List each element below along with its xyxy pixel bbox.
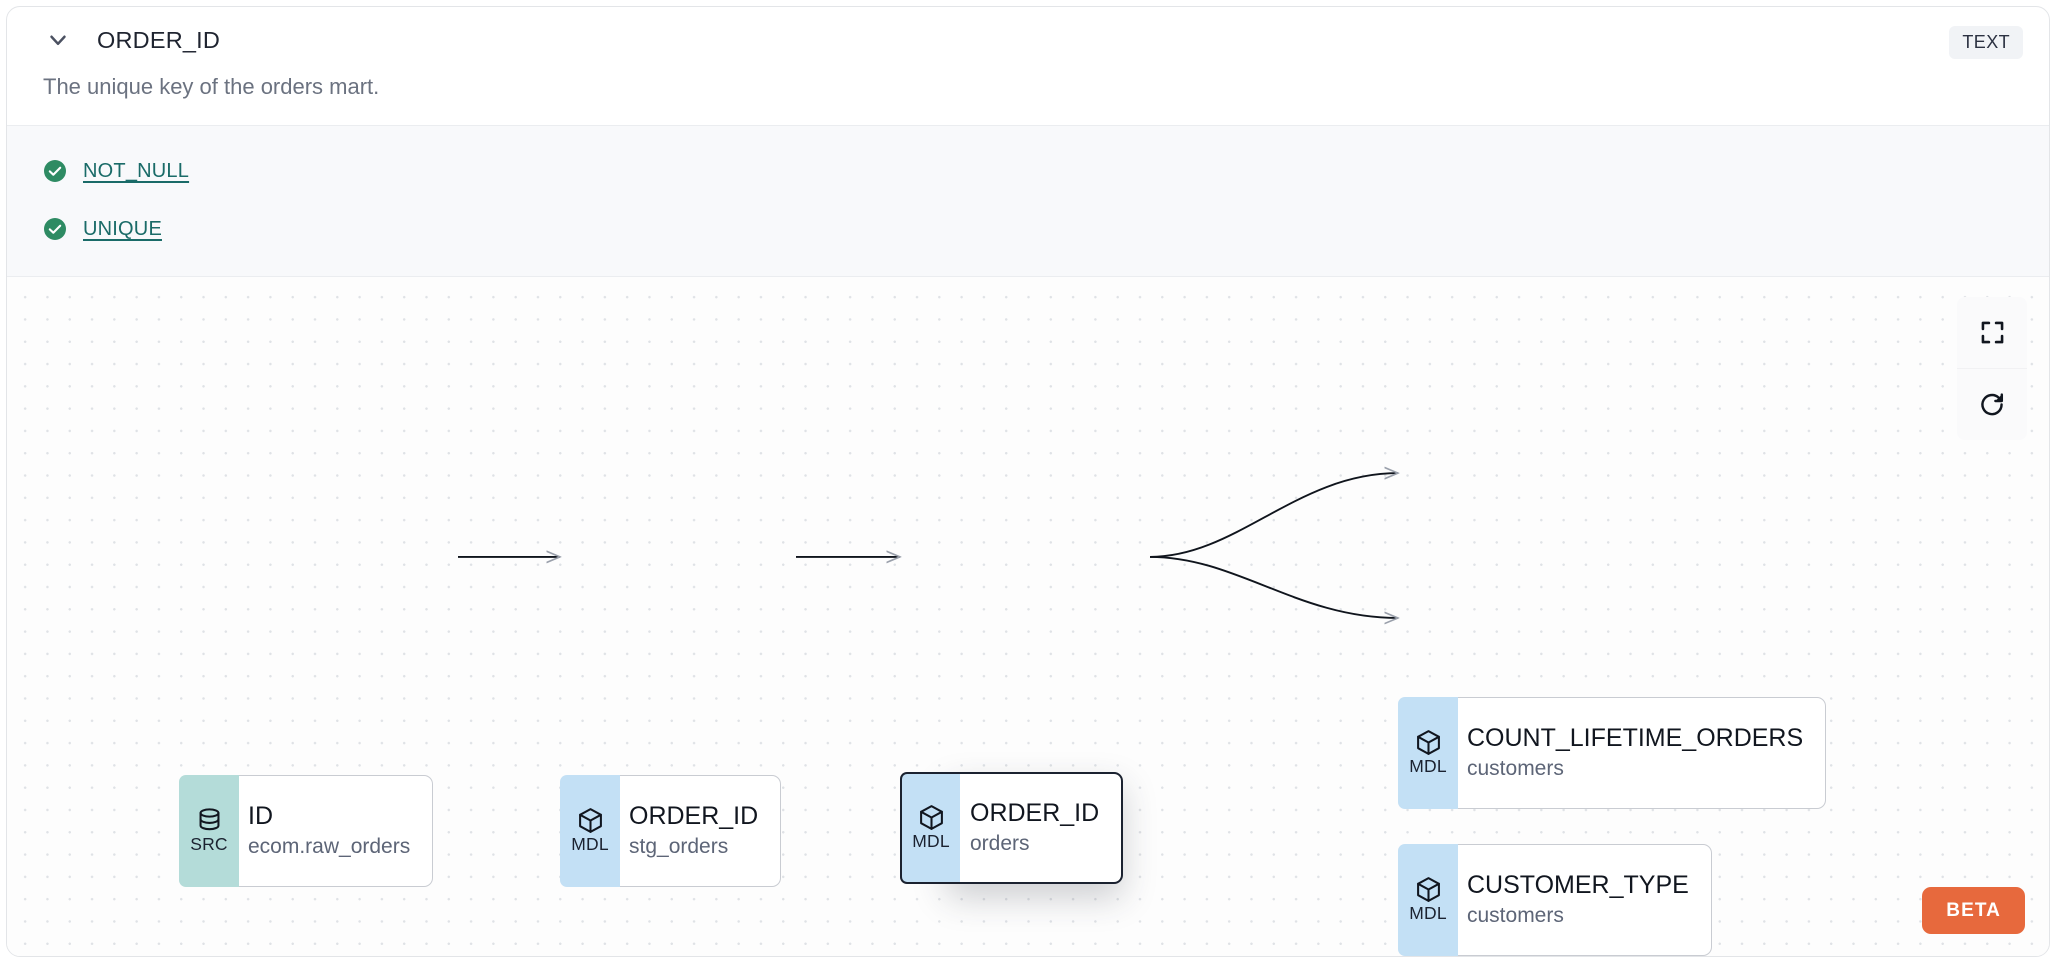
node-subtitle: ecom.raw_orders <box>248 834 411 858</box>
lineage-node-orders-order-id-selected[interactable]: MDL ORDER_ID orders <box>900 772 1124 884</box>
cube-icon <box>1416 877 1440 903</box>
node-name: ORDER_ID <box>970 798 1100 827</box>
refresh-button[interactable] <box>1957 368 2027 440</box>
node-name: COUNT_LIFETIME_ORDERS <box>1467 723 1804 752</box>
test-link-not-null[interactable]: NOT_NULL <box>83 159 190 182</box>
beta-badge[interactable]: BETA <box>1922 887 2025 934</box>
page-title: ORDER_ID <box>97 26 221 53</box>
node-body: CUSTOMER_TYPE customers <box>1444 844 1712 956</box>
column-detail-card: ORDER_ID TEXT The unique key of the orde… <box>6 6 2050 957</box>
node-body: ORDER_ID orders <box>946 772 1124 884</box>
chevron-down-icon[interactable] <box>43 25 73 55</box>
node-subtitle: orders <box>970 831 1030 855</box>
check-circle-icon <box>44 218 66 240</box>
node-subtitle: customers <box>1467 903 1564 927</box>
column-type-badge: TEXT <box>1949 26 2023 59</box>
cube-icon <box>1416 730 1440 756</box>
check-circle-icon <box>44 160 66 182</box>
node-body: ID ecom.raw_orders <box>225 775 434 887</box>
database-icon <box>199 808 219 831</box>
node-badge-label: MDL <box>912 831 950 852</box>
node-body: COUNT_LIFETIME_ORDERS customers <box>1444 697 1827 809</box>
lineage-node-count-lifetime-orders[interactable]: MDL COUNT_LIFETIME_ORDERS customers <box>1398 697 1827 809</box>
node-name: ORDER_ID <box>629 801 759 830</box>
node-badge-mdl: MDL <box>1398 844 1458 956</box>
node-badge-mdl: MDL <box>900 772 960 884</box>
node-body: ORDER_ID stg_orders <box>606 775 782 887</box>
fit-view-button[interactable] <box>1957 297 2027 368</box>
refresh-icon <box>1981 392 2004 415</box>
node-badge-label: SRC <box>190 834 228 855</box>
lineage-canvas[interactable]: SRC ID ecom.raw_orders MDL <box>7 277 2049 956</box>
lineage-node-customer-type[interactable]: MDL CUSTOMER_TYPE customers <box>1398 844 1712 956</box>
node-badge-mdl: MDL <box>560 775 620 887</box>
lineage-node-stg-order-id[interactable]: MDL ORDER_ID stg_orders <box>560 775 782 887</box>
node-name: CUSTOMER_TYPE <box>1467 870 1689 899</box>
node-subtitle: stg_orders <box>629 834 729 858</box>
test-row: UNIQUE <box>7 200 2049 258</box>
node-badge-src: SRC <box>179 775 239 887</box>
node-badge-mdl: MDL <box>1398 697 1458 809</box>
cube-icon <box>919 805 943 831</box>
node-name: ID <box>248 801 273 830</box>
lineage-node-src-id[interactable]: SRC ID ecom.raw_orders <box>179 775 434 887</box>
fit-view-icon <box>1981 321 2003 344</box>
test-row: NOT_NULL <box>7 142 2049 200</box>
node-subtitle: customers <box>1467 756 1564 780</box>
cube-icon <box>578 808 602 834</box>
card-header: ORDER_ID TEXT <box>7 7 2049 73</box>
node-badge-label: MDL <box>571 834 609 855</box>
node-badge-label: MDL <box>1409 903 1447 924</box>
test-link-unique[interactable]: UNIQUE <box>83 217 162 240</box>
tests-section: NOT_NULL UNIQUE <box>7 125 2049 277</box>
canvas-controls <box>1957 297 2027 440</box>
node-badge-label: MDL <box>1409 756 1447 777</box>
column-description: The unique key of the orders mart. <box>43 74 380 99</box>
